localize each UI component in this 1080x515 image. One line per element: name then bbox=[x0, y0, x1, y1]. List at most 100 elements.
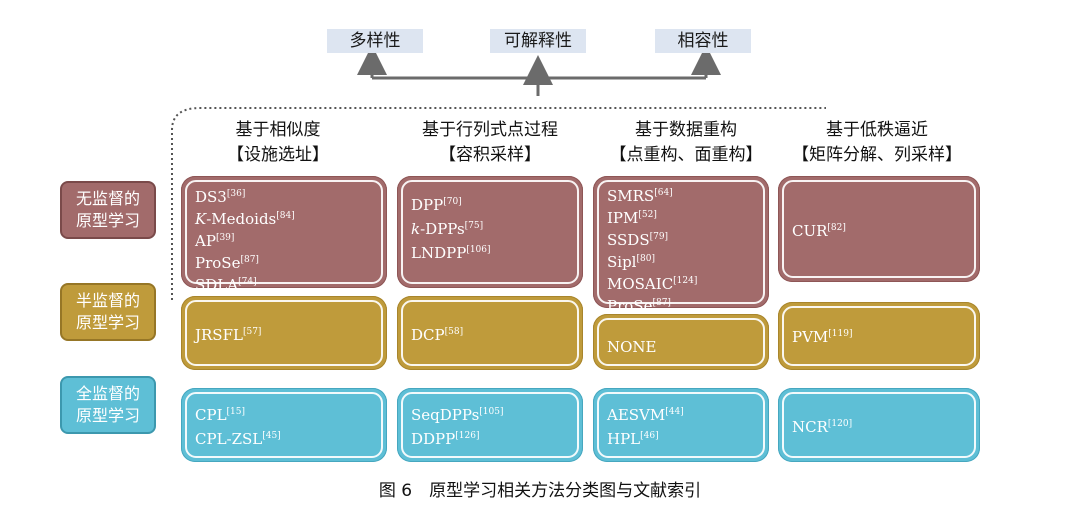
method-item: SDLA[74] bbox=[195, 273, 381, 295]
reference-index: [84] bbox=[276, 211, 295, 221]
property-diversity: 多样性 bbox=[327, 29, 423, 53]
method-name: ProSe bbox=[195, 254, 241, 272]
method-name: SMRS bbox=[607, 187, 655, 205]
method-item: Sipl[80] bbox=[607, 250, 763, 272]
method-item: SMRS[64] bbox=[607, 184, 763, 206]
method-name: JRSFL bbox=[195, 326, 243, 344]
method-name: DCP bbox=[411, 326, 445, 344]
row-label-supervised: 全监督的原型学习 bbox=[60, 376, 156, 434]
method-name: NONE bbox=[607, 338, 657, 356]
method-name: Sipl bbox=[607, 253, 637, 271]
reference-index: [46] bbox=[640, 431, 659, 441]
reference-index: [15] bbox=[226, 407, 246, 417]
reference-index: [64] bbox=[654, 188, 673, 198]
reference-index: [57] bbox=[242, 327, 262, 337]
cell-supervised-similarity: CPL[15]CPL-ZSL[45] bbox=[181, 388, 387, 462]
reference-index: [80] bbox=[636, 254, 655, 264]
reference-index: [74] bbox=[238, 277, 257, 287]
reference-index: [44] bbox=[665, 407, 684, 417]
method-name: CPL-ZSL bbox=[195, 430, 263, 448]
method-name: CPL bbox=[195, 406, 227, 424]
reference-index: [126] bbox=[455, 431, 480, 441]
method-item: AP[39] bbox=[195, 229, 381, 251]
method-item: NONE bbox=[607, 337, 763, 358]
dotted-frame bbox=[171, 107, 826, 300]
reference-index: [75] bbox=[464, 221, 484, 231]
cell-supervised-dpp: SeqDPPs[105]DDPP[126] bbox=[397, 388, 583, 462]
cell-unsupervised-similarity: DS3[36]K-Medoids[84]AP[39]ProSe[87]SDLA[… bbox=[181, 176, 387, 294]
method-item: MOSAIC[124] bbox=[607, 272, 763, 294]
method-item: DCP[58] bbox=[411, 322, 577, 346]
cell-semisupervised-dpp: DCP[58] bbox=[397, 296, 583, 370]
method-name: PVM bbox=[792, 328, 829, 346]
method-item: k-DPPs[75] bbox=[411, 216, 577, 240]
method-name: NCR bbox=[792, 418, 828, 436]
method-name: SeqDPPs bbox=[411, 406, 480, 424]
method-name: SSDS bbox=[607, 231, 650, 249]
row-label-semisupervised: 半监督的原型学习 bbox=[60, 283, 156, 341]
method-item: CPL-ZSL[45] bbox=[195, 426, 381, 450]
reference-index: [58] bbox=[444, 327, 464, 337]
method-name: CUR bbox=[792, 222, 828, 240]
method-name: AP bbox=[195, 232, 216, 250]
figure-caption: 图 6 原型学习相关方法分类图与文献索引 bbox=[378, 481, 702, 501]
cell-unsupervised-low-rank: CUR[82] bbox=[778, 176, 980, 282]
reference-index: [106] bbox=[466, 245, 491, 255]
reference-index: [105] bbox=[479, 407, 504, 417]
row-label-unsupervised: 无监督的原型学习 bbox=[60, 181, 156, 239]
method-item: DDPP[126] bbox=[411, 426, 577, 450]
method-name: HPL bbox=[607, 430, 641, 448]
reference-index: [39] bbox=[215, 233, 235, 243]
method-item: ProSe[87] bbox=[195, 251, 381, 273]
property-compatibility: 相容性 bbox=[655, 29, 751, 53]
method-name: DS3 bbox=[195, 188, 227, 206]
column-header-dpp: 基于行列式点过程【容积采样】 bbox=[422, 120, 558, 165]
method-item: CPL[15] bbox=[195, 402, 381, 426]
cell-supervised-low-rank: NCR[120] bbox=[778, 388, 980, 462]
reference-index: [120] bbox=[827, 419, 853, 429]
method-name: ProSe bbox=[607, 297, 653, 315]
column-header-low-rank: 基于低秩逼近【矩阵分解、列采样】 bbox=[792, 120, 962, 165]
reference-index: [70] bbox=[443, 197, 462, 207]
method-name: SDLA bbox=[195, 276, 239, 294]
method-item: NCR[120] bbox=[792, 414, 974, 438]
method-item: K-Medoids[84] bbox=[195, 207, 381, 229]
method-item: DPP[70] bbox=[411, 192, 577, 216]
method-item: AESVM[44] bbox=[607, 402, 763, 426]
method-name: DPP bbox=[411, 196, 444, 214]
cell-unsupervised-reconstruction: SMRS[64]IPM[52]SSDS[79]Sipl[80]MOSAIC[12… bbox=[593, 176, 769, 315]
method-item: DS3[36] bbox=[195, 185, 381, 207]
method-name: k-DPPs bbox=[411, 220, 465, 238]
method-item: JRSFL[57] bbox=[195, 322, 381, 346]
method-item: LNDPP[106] bbox=[411, 240, 577, 264]
method-name: AESVM bbox=[607, 406, 666, 424]
column-header-similarity: 基于相似度【设施选址】 bbox=[227, 120, 329, 165]
method-item: CUR[82] bbox=[792, 218, 974, 242]
reference-index: [124] bbox=[673, 276, 698, 286]
cell-semisupervised-low-rank: PVM[119] bbox=[778, 302, 980, 370]
reference-index: [52] bbox=[638, 210, 657, 220]
method-name: K-Medoids bbox=[195, 210, 277, 228]
method-item: SSDS[79] bbox=[607, 228, 763, 250]
method-item: IPM[52] bbox=[607, 206, 763, 228]
arrow-connector bbox=[357, 45, 721, 96]
method-item: ProSe[87] bbox=[607, 294, 763, 316]
column-header-reconstruction: 基于数据重构【点重构、面重构】 bbox=[609, 120, 763, 165]
property-interpretability: 可解释性 bbox=[490, 29, 586, 53]
cell-semisupervised-similarity: JRSFL[57] bbox=[181, 296, 387, 370]
cell-supervised-reconstruction: AESVM[44] HPL[46] bbox=[593, 388, 769, 462]
reference-index: [79] bbox=[649, 232, 669, 242]
reference-index: [119] bbox=[828, 329, 853, 339]
reference-index: [36] bbox=[226, 189, 246, 199]
method-item: PVM[119] bbox=[792, 324, 974, 348]
method-name: MOSAIC bbox=[607, 275, 674, 293]
method-item: SeqDPPs[105] bbox=[411, 402, 577, 426]
method-name: LNDPP bbox=[411, 244, 467, 262]
reference-index: [82] bbox=[827, 223, 846, 233]
method-name: IPM bbox=[607, 209, 639, 227]
method-name: DDPP bbox=[411, 430, 456, 448]
cell-semisupervised-reconstruction: NONE bbox=[593, 314, 769, 370]
reference-index: [87] bbox=[652, 298, 671, 308]
cell-unsupervised-dpp: DPP[70]k-DPPs[75]LNDPP[106] bbox=[397, 176, 583, 288]
